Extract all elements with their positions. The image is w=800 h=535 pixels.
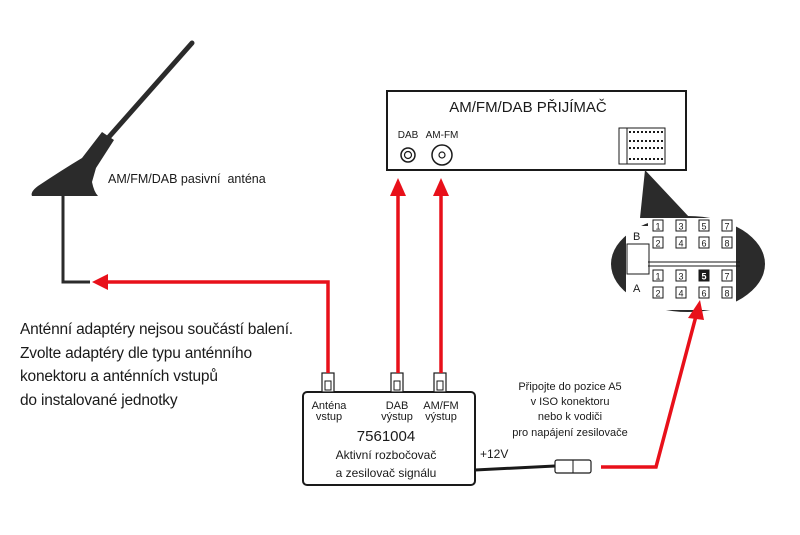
power-instruction-line3: nebo k vodiči [538,411,602,423]
amfm-output-plug-icon [433,372,447,393]
iso-pin-b3 [675,219,687,232]
receiver-title: AM/FM/DAB PŘIJÍMAČ [449,99,607,116]
power-connection-arrow [601,315,698,469]
power-plug-icon [554,459,592,474]
iso-pin-a8 [721,286,733,299]
iso-pin-a4 [675,286,687,299]
iso-pin-label: 1 [655,222,660,232]
antenna-icon [31,40,195,284]
iso-socket-icon [618,127,666,165]
receiver-port-amfm-label: AM-FM [426,130,459,141]
adapter-note: Anténní adaptéry nejsou součástí balení.… [20,318,293,412]
dab-signal-arrowhead [390,178,406,196]
iso-pin-label: 3 [678,222,683,232]
antenna-input-plug-icon [321,372,335,393]
power-instruction-line4: pro napájení zesilovače [512,427,628,439]
iso-pin-label: 1 [655,272,660,282]
iso-group-a-label: A [633,283,641,295]
iso-connector-callout: B A 1 3 5 7 2 4 6 8 1 3 5 7 2 4 6 8 [611,170,765,312]
splitter-unit: Anténa vstup DAB výstup AM/FM výstup 756… [302,372,476,486]
note-line: do instalované jednotky [20,391,178,409]
iso-pin-b2 [652,236,664,249]
iso-pin-a7 [721,269,733,282]
iso-pin-a3 [675,269,687,282]
iso-pin-a6 [698,286,710,299]
iso-pin-label: 2 [655,289,660,299]
antenna-feed-arrow [104,280,330,373]
dab-output-plug-icon [390,372,404,393]
power-connection-arrowhead [688,300,704,320]
iso-pin-label: 6 [701,239,706,249]
splitter-port-antenna-line1: Anténa [312,400,348,412]
amfm-signal-arrowhead [433,178,449,196]
iso-pin-label: 3 [678,272,683,282]
note-line: Zvolte adaptéry dle typu anténního [20,344,252,362]
power-lead [474,459,592,474]
amfm-socket-icon [431,144,453,166]
receiver-unit: AM/FM/DAB PŘIJÍMAČ DAB AM-FM [386,90,687,171]
note-line: Anténní adaptéry nejsou součástí balení. [20,321,293,338]
splitter-name-line2: a zesilovač signálu [336,466,437,480]
power-instruction-line1: Připojte do pozice A5 [518,381,621,393]
splitter-port-antenna-line2: vstup [316,411,342,423]
splitter-port-dab-line2: výstup [381,411,413,423]
iso-pin-label: 4 [678,239,683,249]
splitter-port-dab-line1: DAB [386,400,409,412]
iso-pin-b4 [675,236,687,249]
splitter-port-amfm-line2: výstup [425,411,457,423]
splitter-port-amfm-line1: AM/FM [423,400,458,412]
power-instruction-line2: v ISO konektoru [531,396,610,408]
iso-pin-b5 [698,219,710,232]
iso-pin-label: 8 [724,239,729,249]
splitter-name-line1: Aktivní rozbočovač [336,448,437,462]
iso-pin-grid: 1 3 5 7 2 4 6 8 1 3 5 7 2 4 6 8 [652,219,733,299]
iso-pin-label: 5 [701,272,706,282]
antenna-feed-arrowhead [92,274,108,290]
power-voltage-label: +12V [480,447,508,461]
dab-socket-icon [400,147,416,163]
iso-pin-a5 [698,269,710,282]
iso-pin-b1 [652,219,664,232]
iso-pin-label: 4 [678,289,683,299]
iso-pin-label: 6 [701,289,706,299]
antenna-label: AM/FM/DAB pasivní anténa [108,172,266,186]
iso-pin-label: 8 [724,289,729,299]
iso-pin-a2 [652,286,664,299]
iso-pin-b7 [721,219,733,232]
iso-pin-a1 [652,269,664,282]
iso-pin-b6 [698,236,710,249]
iso-pin-label: 7 [724,222,729,232]
receiver-port-dab-label: DAB [398,130,419,141]
iso-pin-label: 2 [655,239,660,249]
note-line: konektoru a anténních vstupů [20,368,218,385]
iso-pin-label: 7 [724,272,729,282]
iso-pin-b8 [721,236,733,249]
iso-group-b-label: B [633,231,640,243]
iso-pin-label: 5 [701,222,706,232]
splitter-model: 7561004 [357,428,415,445]
